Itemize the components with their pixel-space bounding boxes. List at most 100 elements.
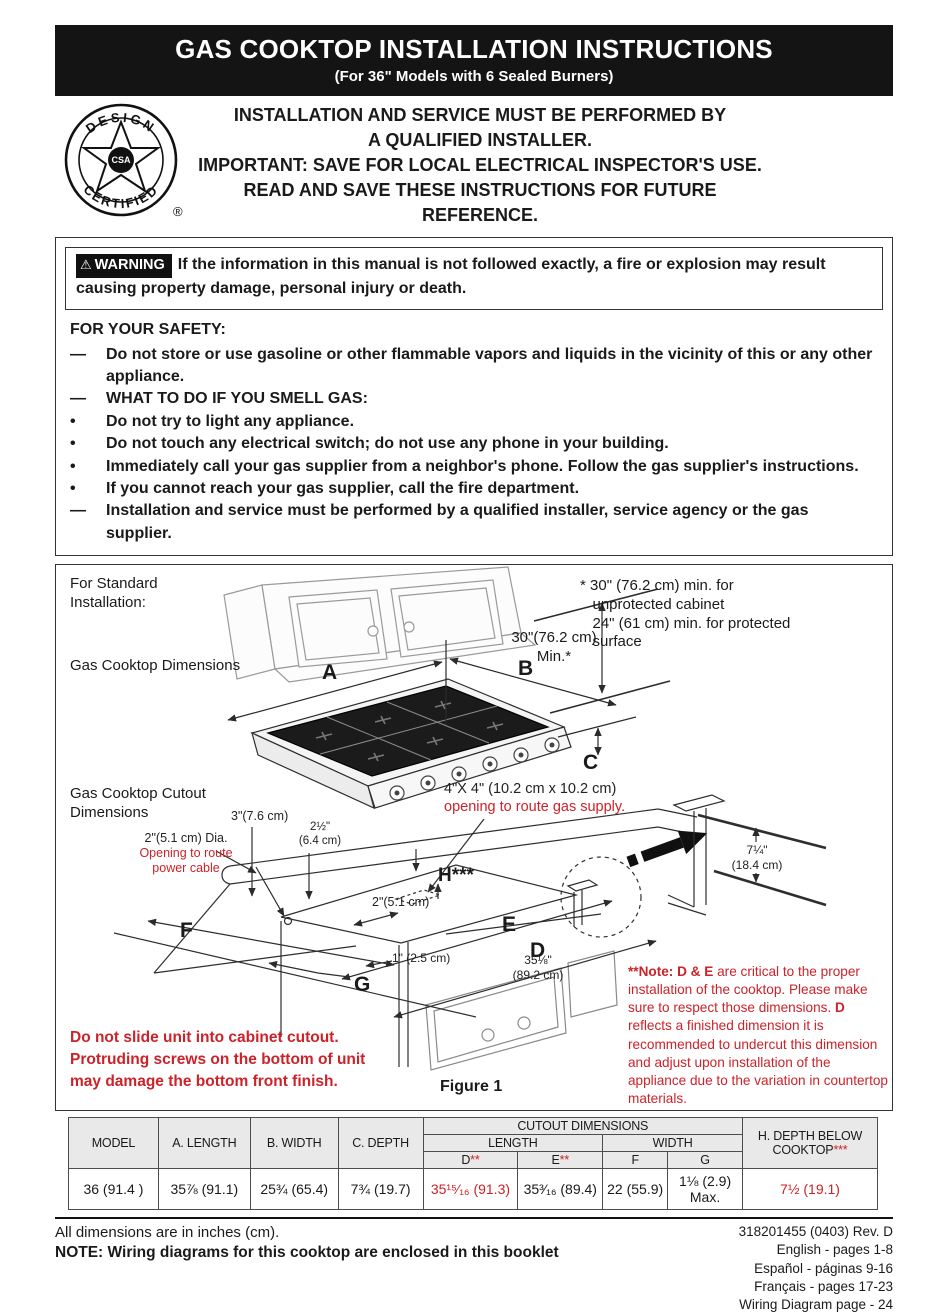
cell-cutout-d: 35¹⁵⁄₁₆ (91.3) bbox=[422, 1168, 519, 1211]
page-title: GAS COOKTOP INSTALLATION INSTRUCTIONS bbox=[175, 34, 773, 64]
list-marker: — bbox=[70, 345, 86, 363]
figure-1: For Standard Installation: Gas Cooktop D… bbox=[55, 564, 893, 1112]
safety-heading: FOR YOUR SAFETY: bbox=[70, 321, 226, 339]
list-marker: — bbox=[70, 502, 86, 520]
col-header-f: F bbox=[602, 1151, 669, 1170]
dim-d-label: D bbox=[530, 939, 546, 963]
safety-item: • Do not try to light any appliance. bbox=[70, 411, 878, 433]
dim-a-label: A bbox=[322, 661, 338, 685]
safety-item-text: Do not try to light any appliance. bbox=[106, 412, 355, 430]
col-header-model: MODEL bbox=[68, 1117, 159, 1170]
col-header-e: E** bbox=[517, 1151, 604, 1170]
pages-english: English - pages 1-8 bbox=[776, 1242, 893, 1258]
installer-notice: INSTALLATION AND SERVICE MUST BE PERFORM… bbox=[197, 103, 763, 227]
page-footer: All dimensions are in inches (cm). NOTE:… bbox=[55, 1223, 893, 1314]
safety-item: • Do not touch any electrical switch; do … bbox=[70, 433, 878, 455]
list-marker: — bbox=[70, 390, 86, 408]
list-marker: • bbox=[70, 435, 76, 453]
gas-opening-label: 4"X 4" (10.2 cm x 10.2 cm) bbox=[444, 781, 617, 798]
note-text: reflects a finished dimension it is reco… bbox=[628, 1018, 888, 1106]
footer-notes: All dimensions are in inches (cm). NOTE:… bbox=[55, 1223, 559, 1314]
col-header-d: D** bbox=[422, 1151, 519, 1170]
csa-monogram: CSA bbox=[111, 155, 131, 165]
dim-h-label: H*** bbox=[438, 865, 474, 887]
list-marker: • bbox=[70, 480, 76, 498]
cell-c-depth: 7¾ (19.7) bbox=[337, 1168, 424, 1211]
cell-model: 36 (91.4 ) bbox=[68, 1168, 159, 1211]
d-e-critical-note: **Note: D & E are critical to the proper… bbox=[628, 963, 892, 1108]
safety-item: — WHAT TO DO IF YOU SMELL GAS: bbox=[70, 388, 878, 410]
installation-diagram bbox=[113, 566, 827, 1071]
col-header-width: WIDTH bbox=[602, 1134, 743, 1153]
power-opening-label: 2"(5.1 cm) Dia. Opening to route power c… bbox=[116, 831, 256, 876]
e-header-stars: ** bbox=[559, 1153, 570, 1168]
page-content: GAS COOKTOP INSTALLATION INSTRUCTIONS (F… bbox=[55, 0, 893, 1314]
col-header-h-depth: H. DEPTH BELOW COOKTOP*** bbox=[742, 1117, 878, 1170]
cell-cutout-f: 22 (55.9) bbox=[602, 1168, 669, 1211]
safety-item-text: Installation and service must be perform… bbox=[106, 502, 809, 542]
upper-cabinet-drawing bbox=[223, 566, 537, 683]
installer-notice-line: READ AND SAVE THESE INSTRUCTIONS FOR FUT… bbox=[243, 179, 717, 225]
col-header-g: G bbox=[667, 1151, 743, 1170]
gas-opening-note: opening to route gas supply. bbox=[444, 799, 626, 816]
note-bold: D bbox=[835, 1000, 845, 1016]
installer-notice-line: INSTALLATION AND SERVICE MUST BE PERFORM… bbox=[233, 105, 727, 126]
safety-item: — Installation and service must be perfor… bbox=[70, 500, 878, 545]
csa-logo-icon: CSA DESIGN CERTIFIED ® bbox=[64, 103, 183, 219]
cooktop-dimensions-label: Gas Cooktop Dimensions bbox=[70, 657, 241, 675]
wiring-note: NOTE: Wiring diagrams for this cooktop a… bbox=[55, 1244, 559, 1262]
safety-item-text: Immediately call your gas supplier from … bbox=[106, 457, 859, 475]
installer-notice-line: IMPORTANT: SAVE FOR LOCAL ELECTRICAL INS… bbox=[198, 155, 762, 176]
cutout-drawing bbox=[113, 808, 698, 1071]
document-info: 318201455 (0403) Rev. D English - pages … bbox=[739, 1223, 893, 1314]
side-detail-drawing bbox=[667, 794, 827, 916]
table-row: 36 (91.4 ) 35⅞ (91.1) 25¾ (65.4) 7¾ (19.… bbox=[68, 1168, 878, 1211]
dim-1in-label: 1" (2.5 cm) bbox=[392, 951, 451, 966]
cell-a-length: 35⅞ (91.1) bbox=[157, 1168, 251, 1211]
csa-design-certified-logo: CSA DESIGN CERTIFIED ® bbox=[55, 100, 193, 231]
d-header-stars: ** bbox=[470, 1153, 480, 1168]
safety-item-text: If you cannot reach your gas supplier, c… bbox=[106, 480, 580, 498]
clearance-note: * 30" (76.2 cm) min. for unprotected cab… bbox=[580, 577, 791, 651]
list-marker: • bbox=[70, 412, 76, 430]
dim-2half-label: 2½" (6.4 cm) bbox=[298, 821, 342, 847]
page-subtitle: (For 36" Models with 6 Sealed Burners) bbox=[334, 68, 614, 85]
warning-triangle-icon: ⚠ bbox=[80, 257, 92, 272]
pages-french: Français - pages 17-23 bbox=[754, 1278, 893, 1294]
note-bold: **Note: D & E bbox=[628, 964, 718, 980]
figure-caption: Figure 1 bbox=[440, 1078, 503, 1096]
certification-row: CSA DESIGN CERTIFIED ® INSTALLATION AND … bbox=[55, 100, 893, 231]
dimension-spec-table: MODEL A. LENGTH B. WIDTH C. DEPTH CUTOUT… bbox=[68, 1117, 878, 1211]
standard-installation-label: For Standard Installation: bbox=[70, 575, 158, 611]
safety-item-text: WHAT TO DO IF YOU SMELL GAS: bbox=[106, 390, 368, 408]
dim-35-label: 35⅛" (89.2 cm) bbox=[512, 953, 564, 982]
list-marker: • bbox=[70, 457, 76, 475]
installer-notice-line: A QUALIFIED INSTALLER. bbox=[368, 130, 592, 151]
col-header-cutout: CUTOUT DIMENSIONS bbox=[422, 1117, 743, 1136]
footer-divider bbox=[55, 1217, 893, 1220]
safety-item: • If you cannot reach your gas supplier, … bbox=[70, 478, 878, 500]
dim-c-label: C bbox=[583, 751, 599, 775]
dim-e-label: E bbox=[502, 913, 517, 937]
dim-3in-label: 3"(7.6 cm) bbox=[231, 809, 289, 824]
h-header-stars: *** bbox=[833, 1143, 848, 1158]
safety-item: • Immediately call your gas supplier from… bbox=[70, 456, 878, 478]
power-opening-note: Opening to route power cable bbox=[139, 846, 233, 876]
warning-badge: ⚠WARNING bbox=[76, 254, 172, 278]
top-dimension-arrows bbox=[227, 588, 671, 756]
min-30-label: 30"(76.2 cm) Min.* bbox=[511, 629, 597, 665]
cell-cutout-e: 35³⁄₁₆ (89.4) bbox=[517, 1168, 604, 1211]
e-header-text: E bbox=[551, 1153, 560, 1168]
d-header-text: D bbox=[461, 1153, 471, 1168]
cell-b-width: 25¾ (65.4) bbox=[249, 1168, 339, 1211]
pages-spanish: Español - páginas 9-16 bbox=[754, 1260, 893, 1276]
safety-item-text: Do not touch any electrical switch; do n… bbox=[106, 435, 669, 453]
slide-warning-text: Do not slide unit into cabinet cutout. P… bbox=[70, 1029, 366, 1090]
dim-7quarter-label: 7¼" (18.4 cm) bbox=[731, 843, 783, 872]
detail-pointer-arrow bbox=[626, 830, 708, 868]
dim-b-label: B bbox=[518, 657, 534, 681]
dim-f-label: F bbox=[180, 919, 193, 943]
dim-2in-label: 2"(5.1 cm) bbox=[372, 895, 430, 910]
